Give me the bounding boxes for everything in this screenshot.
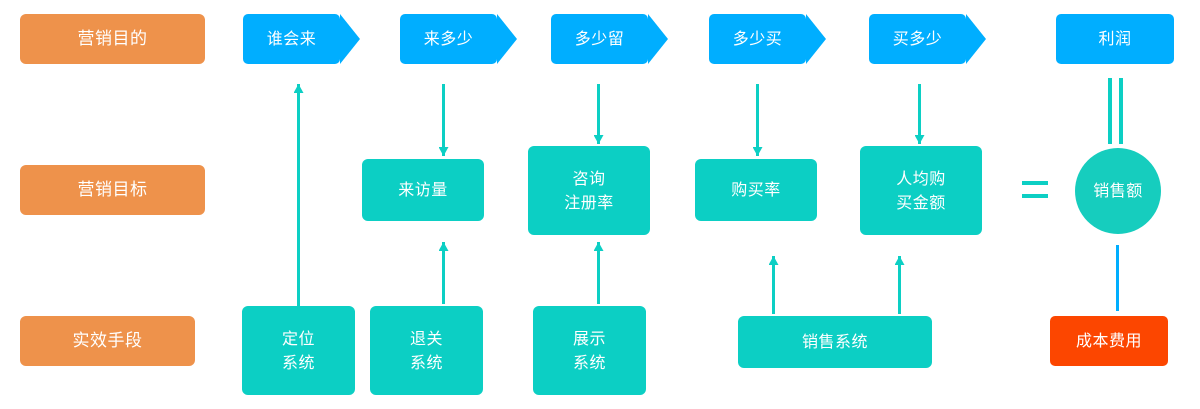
chevron-point-icon	[497, 14, 517, 64]
metric-purchase-rate[interactable]: 购买率	[695, 159, 817, 221]
arrow-head-up-icon	[894, 256, 905, 265]
arrow-head-up-icon	[768, 256, 779, 265]
chevron-point-icon	[966, 14, 986, 64]
means-label: 展示 系统	[572, 329, 606, 372]
metric-sales-amount[interactable]: 销售额	[1075, 148, 1161, 234]
means-sales-system[interactable]: 销售系统	[738, 316, 932, 368]
stage-buy-how-much[interactable]: 买多少	[869, 14, 986, 64]
means-label: 成本费用	[1075, 331, 1142, 351]
arrow-head-up-icon	[593, 242, 604, 251]
arrow-shaft	[918, 84, 921, 144]
arrow-buy-how-much-to-avg-order-value	[914, 84, 925, 144]
row-label-marketing-goal: 营销目标	[20, 165, 205, 215]
arrow-retention-to-visits	[438, 242, 449, 304]
stage-label: 多少留	[574, 29, 625, 49]
row-label-effective-means: 实效手段	[20, 316, 195, 366]
arrow-head-down-icon	[752, 147, 763, 156]
means-label: 销售系统	[801, 332, 868, 352]
means-retention-system[interactable]: 退关 系统	[370, 306, 483, 395]
row-label-text: 营销目的	[77, 28, 148, 49]
equals-bar-bottom	[1022, 194, 1048, 198]
arrow-how-many-stay-to-consult-rate	[593, 84, 604, 144]
equals-bar-top	[1022, 181, 1048, 185]
chevron-point-icon	[648, 14, 668, 64]
stage-label: 买多少	[892, 29, 943, 49]
means-label: 定位 系统	[281, 329, 315, 372]
arrow-display-to-consult-rate	[593, 242, 604, 304]
arrow-shaft	[442, 242, 445, 304]
chevron-point-icon	[806, 14, 826, 64]
row-label-marketing-purpose: 营销目的	[20, 14, 205, 64]
equals-connector-line-right	[1119, 78, 1123, 144]
metric-label: 人均购 买金额	[896, 169, 946, 212]
stage-how-many-come[interactable]: 来多少	[400, 14, 517, 64]
arrow-shaft	[442, 84, 445, 156]
arrow-head-down-icon	[438, 147, 449, 156]
equals-sign	[1022, 181, 1048, 198]
metric-label: 咨询 注册率	[564, 169, 614, 212]
link-sales-to-cost	[1116, 245, 1119, 311]
means-positioning-system[interactable]: 定位 系统	[242, 306, 355, 395]
metric-visits[interactable]: 来访量	[362, 159, 484, 221]
equals-connector-line-left	[1108, 78, 1112, 144]
stage-label: 来多少	[423, 29, 474, 49]
arrow-positioning-to-who-comes	[293, 84, 304, 306]
metric-label: 来访量	[398, 180, 448, 200]
arrow-head-up-icon	[293, 84, 304, 93]
row-label-text: 营销目标	[77, 179, 148, 200]
means-label: 退关 系统	[409, 329, 443, 372]
means-display-system[interactable]: 展示 系统	[533, 306, 646, 395]
arrow-sales-system-to-avg-order-value	[894, 256, 905, 314]
stage-how-many-buy[interactable]: 多少买	[709, 14, 826, 64]
row-label-text: 实效手段	[72, 330, 143, 351]
chevron-point-icon	[340, 14, 360, 64]
means-cost-expense[interactable]: 成本费用	[1050, 316, 1168, 366]
stage-label: 利润	[1098, 29, 1132, 49]
arrow-shaft	[756, 84, 759, 156]
arrow-shaft	[297, 84, 300, 306]
arrow-head-down-icon	[914, 135, 925, 144]
arrow-how-many-come-to-visits	[438, 84, 449, 156]
arrow-shaft	[772, 256, 775, 314]
arrow-shaft	[898, 256, 901, 314]
arrow-head-down-icon	[593, 135, 604, 144]
arrow-head-up-icon	[438, 242, 449, 251]
stage-label: 多少买	[732, 29, 783, 49]
metric-avg-order-value[interactable]: 人均购 买金额	[860, 146, 982, 235]
metric-label: 销售额	[1093, 181, 1143, 201]
arrow-sales-system-to-purchase-rate	[768, 256, 779, 314]
stage-label: 谁会来	[266, 29, 317, 49]
arrow-shaft	[597, 84, 600, 144]
stage-how-many-stay[interactable]: 多少留	[551, 14, 668, 64]
arrow-shaft	[597, 242, 600, 304]
metric-consult-register-rate[interactable]: 咨询 注册率	[528, 146, 650, 235]
stage-who-comes[interactable]: 谁会来	[243, 14, 360, 64]
metric-label: 购买率	[731, 180, 781, 200]
arrow-how-many-buy-to-purchase-rate	[752, 84, 763, 156]
stage-profit[interactable]: 利润	[1056, 14, 1174, 64]
